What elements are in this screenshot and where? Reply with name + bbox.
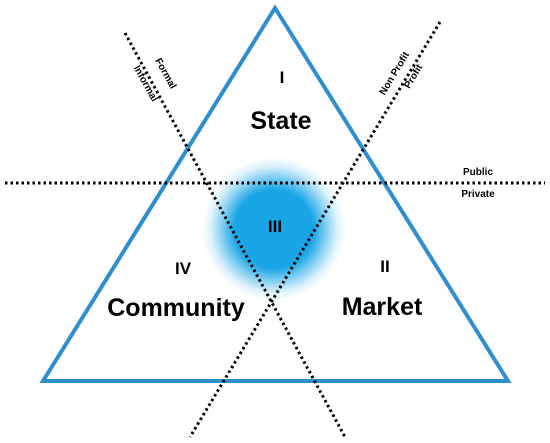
state-label: State (250, 107, 311, 135)
profit-label: Profit (402, 62, 425, 91)
informal-label: Informal (131, 64, 160, 104)
public-label: Public (463, 167, 493, 178)
state-numeral: I (280, 68, 285, 87)
intermediate-area-glow (202, 157, 346, 301)
market-numeral: II (380, 257, 389, 276)
non-profit-label: Non Profit (378, 50, 413, 98)
welfare-triangle (39, 4, 512, 383)
community-label: Community (107, 294, 245, 322)
intermediate-numeral: III (268, 217, 282, 236)
formal-label: Formal (152, 57, 178, 92)
community-numeral: IV (175, 259, 192, 278)
private-label: Private (461, 189, 495, 200)
market-label: Market (342, 293, 423, 321)
profit-nonprofit-divider (188, 21, 442, 438)
